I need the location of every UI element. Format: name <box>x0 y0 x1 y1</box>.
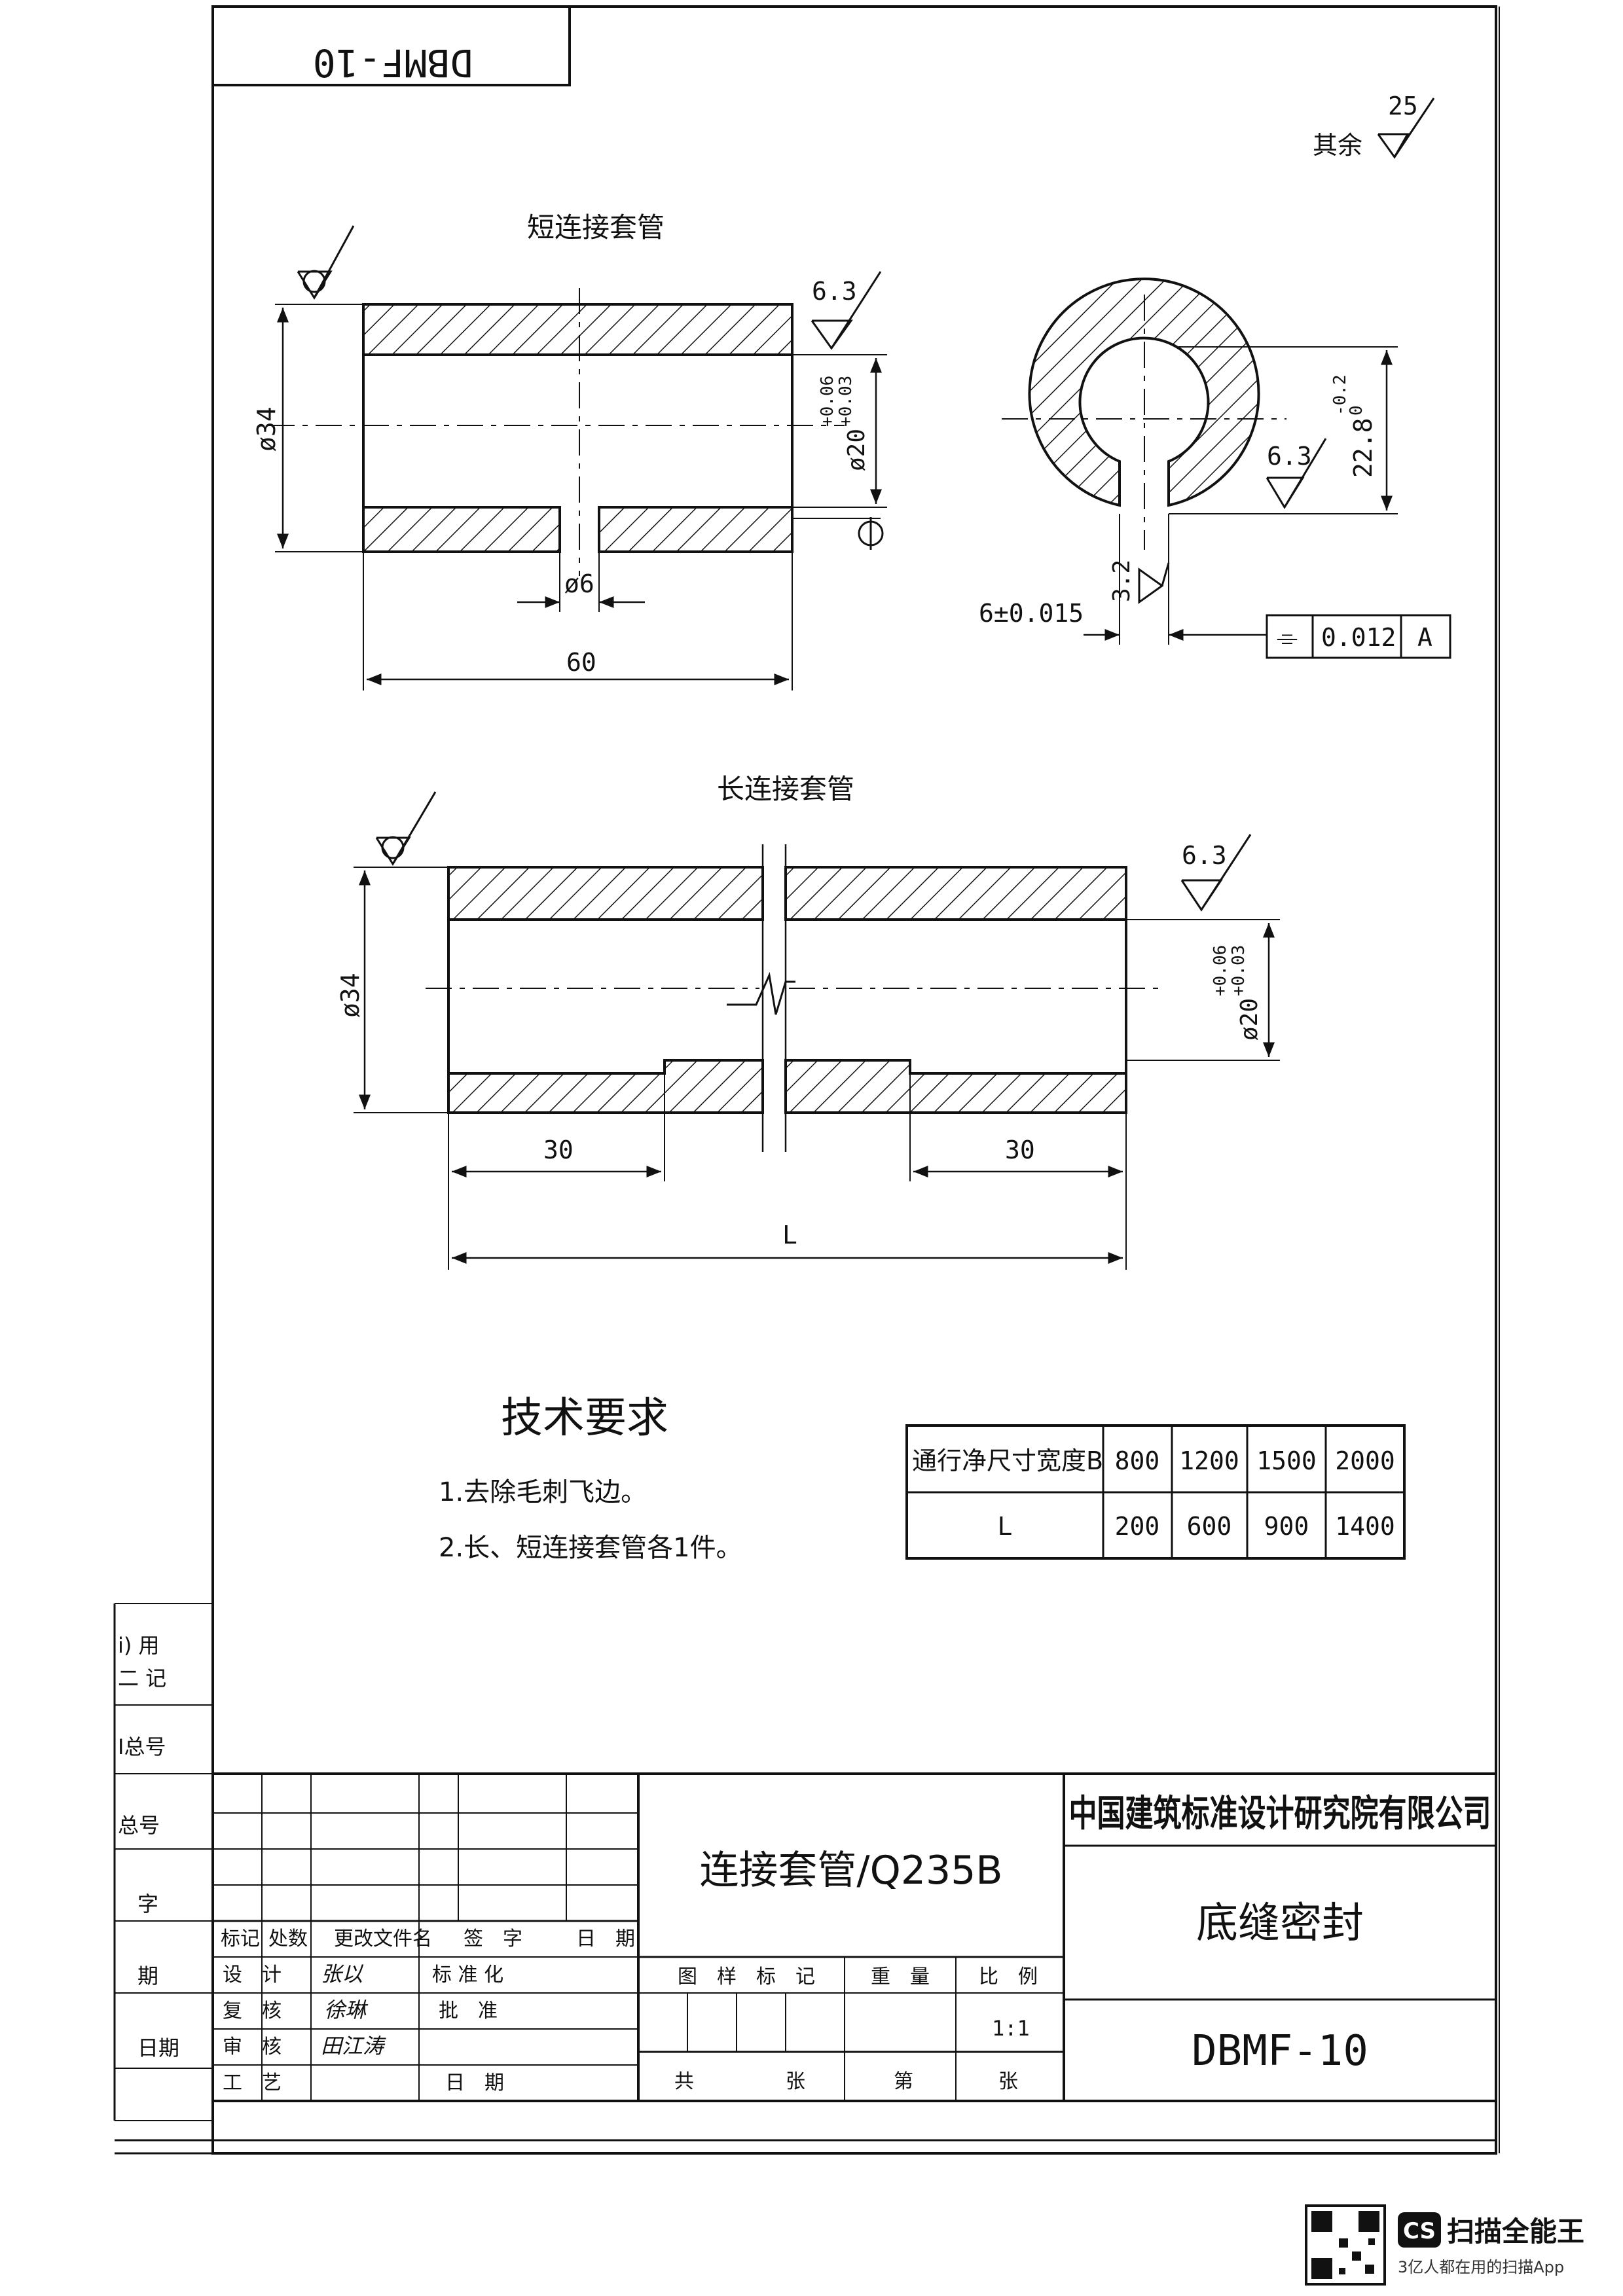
section-roughness-a: 6.3 <box>1267 442 1312 471</box>
stamp-code: DBMF-10 <box>313 41 473 85</box>
section-roughness-b: 3.2 <box>1108 560 1135 602</box>
short-inner-tol-upper: +0.06 <box>818 376 837 427</box>
requirement-item-2: 2.长、短连接套管各1件。 <box>439 1533 742 1563</box>
role-review: 审 核 <box>223 2036 282 2058</box>
size-row2-label: L <box>998 1512 1013 1541</box>
size-table: 通行净尺寸宽度B 800 1200 1500 2000 L 200 600 90… <box>905 1424 1406 1560</box>
section-view: 22.8 -0.2 0 6.3 3.2 6±0.015 ⌯ 0.012 A <box>979 278 1451 659</box>
short-hole-dia: ø6 <box>564 569 594 598</box>
short-roughness: 6.3 <box>812 277 857 306</box>
cs-logo-icon <box>1398 2212 1441 2248</box>
company-name: 中国建筑标准设计研究院有限公司 <box>1069 1793 1491 1835</box>
signature-check: 徐琳 <box>324 1998 369 2022</box>
side-strip-total: 总号 <box>118 1813 160 1838</box>
long-inner-tol-upper: +0.06 <box>1211 945 1230 996</box>
short-length: 60 <box>566 648 596 677</box>
role-check: 复 核 <box>223 2000 282 2022</box>
marking-header: 图 样 标 记 <box>678 1965 815 1988</box>
part-name: 连接套管/Q235B <box>699 1848 1002 1893</box>
scale-header: 比 例 <box>979 1965 1038 1988</box>
role-date: 日 期 <box>445 2072 504 2094</box>
role-std: 标 准 化 <box>432 1964 503 1986</box>
short-inner-dia: ø20 <box>843 429 870 471</box>
long-left-length: 30 <box>543 1136 574 1164</box>
title-block <box>213 1772 1496 2102</box>
rev-header-doc: 更改文件名 <box>334 1928 432 1950</box>
role-approve: 批 准 <box>439 2000 498 2022</box>
scanner-slogan: 3亿人都在用的扫描App <box>1398 2258 1564 2276</box>
long-sleeve-title: 长连接套管 <box>717 773 854 805</box>
size-row1-label: 通行净尺寸宽度B <box>912 1446 1103 1475</box>
long-roughness: 6.3 <box>1182 841 1227 870</box>
size-row2-l600: 600 <box>1187 1512 1232 1541</box>
side-strip-record: 二 记 <box>118 1666 166 1691</box>
side-strip-period: 期 <box>137 1964 158 1988</box>
project-name: 底缝密封 <box>1196 1899 1364 1948</box>
signature-design: 张以 <box>321 1962 364 1986</box>
key-width: 6±0.015 <box>979 599 1084 628</box>
weight-header: 重 量 <box>871 1965 930 1988</box>
requirement-item-1: 1.去除毛刺飞边。 <box>439 1477 647 1507</box>
roughness-note: 其余 25 <box>1313 92 1435 160</box>
short-inner-tol-lower: +0.03 <box>836 376 856 427</box>
technical-requirements: 技术要求 1.去除毛刺飞边。 2.长、短连接套管各1件。 <box>439 1394 742 1563</box>
cs-logo-text: CS <box>1403 2218 1436 2244</box>
role-process: 工 艺 <box>223 2072 282 2094</box>
sheet-total-unit: 张 <box>786 2070 805 2093</box>
roughness-note-label: 其余 <box>1313 131 1362 160</box>
signature-review: 田江涛 <box>321 2034 386 2058</box>
role-design: 设 计 <box>223 1964 282 1986</box>
long-inner-tol-lower: +0.03 <box>1229 945 1249 996</box>
scanner-watermark: CS 扫描全能王 3亿人都在用的扫描App <box>1305 2204 1584 2286</box>
long-sleeve-view: 长连接套管 ø34 ø20 +0.06 +0.03 6.3 <box>336 773 1280 1270</box>
side-strip-date: 日期 <box>137 2036 179 2060</box>
size-row1-b1500: 1500 <box>1256 1446 1317 1475</box>
qr-code-icon <box>1305 2204 1386 2286</box>
drawing-number: DBMF-10 <box>1192 2027 1368 2075</box>
stamp-box: DBMF-10 <box>213 7 571 86</box>
size-row2-l900: 900 <box>1264 1512 1309 1541</box>
key-tol-upper: -0.2 <box>1330 374 1350 416</box>
rev-header-date: 日 期 <box>576 1928 635 1950</box>
side-strip-use: i) 用 <box>118 1633 160 1658</box>
tol-value: 0.012 <box>1321 623 1396 652</box>
short-sleeve-view: 短连接套管 ø34 ø20 +0.06 +0.03 6.3 <box>252 211 887 691</box>
requirements-heading: 技术要求 <box>501 1394 668 1443</box>
scanner-brand-name: 扫描全能王 <box>1447 2215 1584 2248</box>
tol-symbol: ⌯ <box>1277 622 1298 653</box>
long-inner-dia: ø20 <box>1236 998 1263 1041</box>
sheet-page-label: 第 <box>894 2070 913 2093</box>
size-row2-l200: 200 <box>1115 1512 1160 1541</box>
scale-value: 1:1 <box>992 2016 1030 2041</box>
size-row1-b2000: 2000 <box>1335 1446 1395 1475</box>
key-depth: 22.8 <box>1349 418 1377 478</box>
long-total-length: L <box>782 1221 797 1249</box>
side-strip-char: 字 <box>137 1892 158 1916</box>
sheet-page-unit: 张 <box>998 2070 1018 2093</box>
drawing-frame <box>115 5 1500 2155</box>
long-right-length: 30 <box>1005 1136 1035 1164</box>
short-outer-dia: ø34 <box>252 406 281 452</box>
tol-datum: A <box>1417 623 1432 652</box>
key-tol-lower: 0 <box>1347 405 1366 416</box>
side-strip: i) 用 二 记 I总号 总号 字 期 日期 <box>113 1603 213 2121</box>
title-block-text: 标记 处数 更改文件名 签 字 日 期 设 计 复 核 审 核 工 艺 标 准 … <box>221 1793 1491 2094</box>
size-row1-b800: 800 <box>1115 1446 1160 1475</box>
rev-header-mark: 标记 <box>221 1928 260 1950</box>
size-row1-b1200: 1200 <box>1179 1446 1239 1475</box>
short-sleeve-title: 短连接套管 <box>527 211 665 243</box>
roughness-note-value: 25 <box>1388 92 1418 120</box>
long-outer-dia: ø34 <box>336 973 365 1018</box>
size-row2-l1400: 1400 <box>1335 1512 1395 1541</box>
sheet-total-label: 共 <box>674 2070 694 2093</box>
rev-header-count: 处数 <box>268 1928 308 1950</box>
side-strip-total-old: I总号 <box>118 1734 166 1759</box>
rev-header-sign: 签 字 <box>464 1928 522 1950</box>
